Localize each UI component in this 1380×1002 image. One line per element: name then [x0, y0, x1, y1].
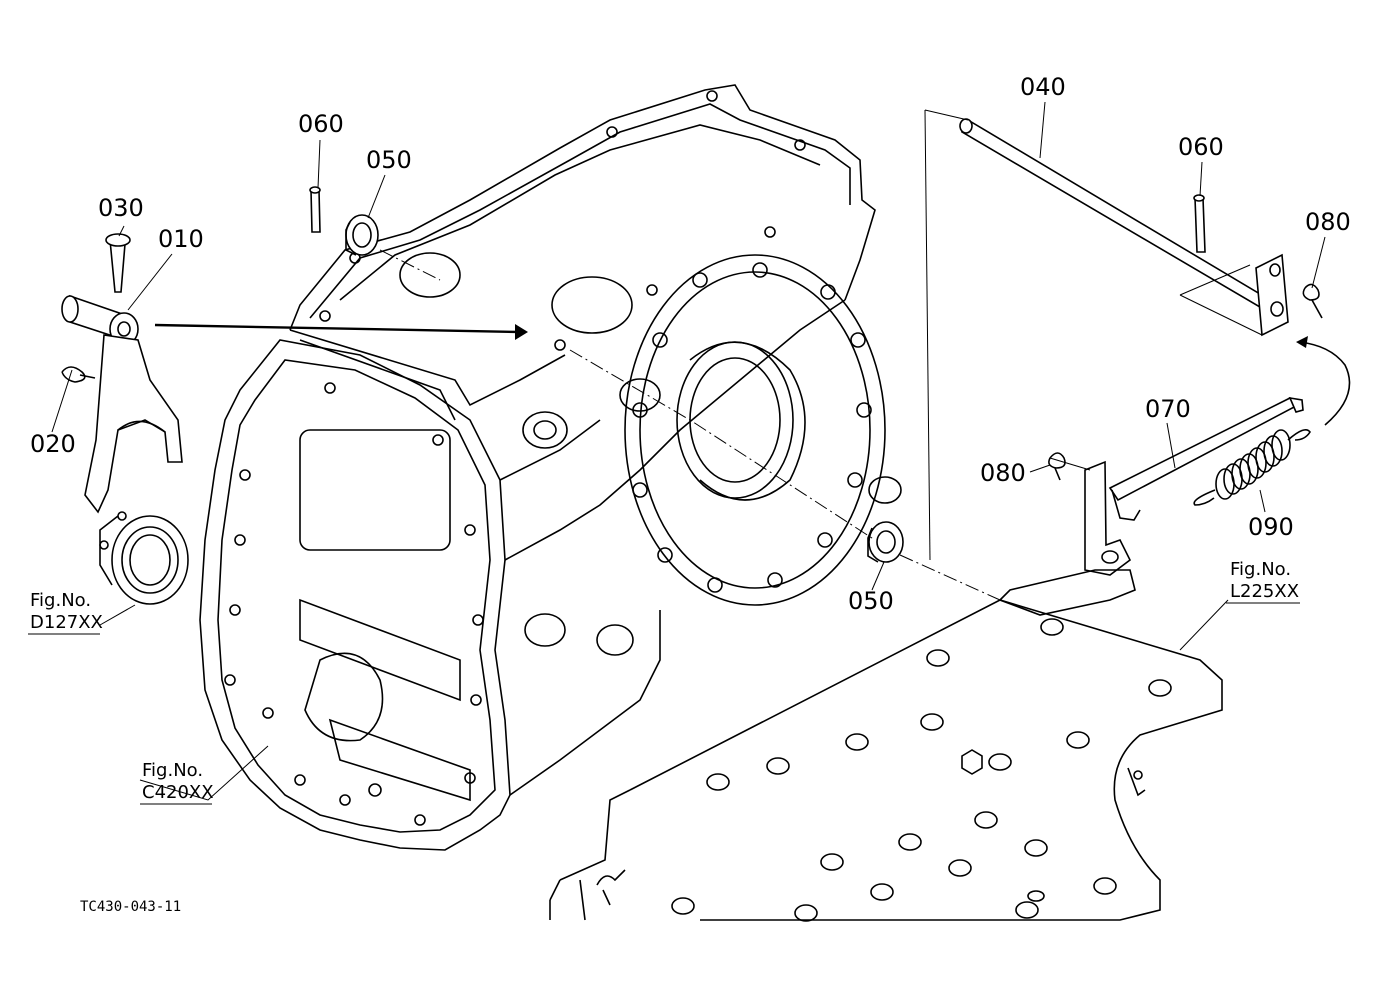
label-040: 040: [1020, 73, 1066, 101]
label-080-right: 080: [1305, 208, 1351, 236]
label-060-right: 060: [1178, 133, 1224, 161]
callout-leader-lines: [51, 101, 1326, 801]
part-number-labels: 060 050 030 010 020 040 060 080 070 080 …: [30, 73, 1351, 615]
ref-c420-line2: C420XX: [142, 782, 214, 803]
pin-060-top: [309, 186, 321, 233]
bearing-050-right: [867, 521, 904, 563]
bearing-050-top: [345, 214, 379, 256]
flange-bolt-holes: [632, 262, 872, 593]
label-060-top: 060: [298, 110, 344, 138]
ref-d127-line1: Fig.No.: [30, 590, 91, 611]
label-050-top: 050: [366, 146, 412, 174]
label-050-right: 050: [848, 587, 894, 615]
ref-d127-line2: D127XX: [30, 612, 103, 633]
label-030: 030: [98, 194, 144, 222]
transmission-case-drawing: [199, 84, 902, 851]
lift-rod-assembly-drawing: [959, 118, 1351, 576]
floor-plate-drawing: [549, 569, 1223, 922]
ref-l225-line2: L225XX: [1230, 581, 1299, 602]
ref-c420-line1: Fig.No.: [142, 760, 203, 781]
drawing-code: TC430-043-11: [80, 899, 181, 915]
label-090: 090: [1248, 513, 1294, 541]
label-070: 070: [1145, 395, 1191, 423]
label-080-left: 080: [980, 459, 1026, 487]
shift-fork-drawing: [61, 233, 189, 605]
figure-references: Fig.No. D127XX Fig.No. C420XX Fig.No. L2…: [28, 559, 1300, 805]
spring-coils: [1215, 429, 1291, 500]
label-020: 020: [30, 430, 76, 458]
label-010: 010: [158, 225, 204, 253]
ref-l225-line1: Fig.No.: [1230, 559, 1291, 580]
assembly-leaders: [154, 109, 1263, 601]
floor-plate-grommets: [671, 618, 1172, 922]
